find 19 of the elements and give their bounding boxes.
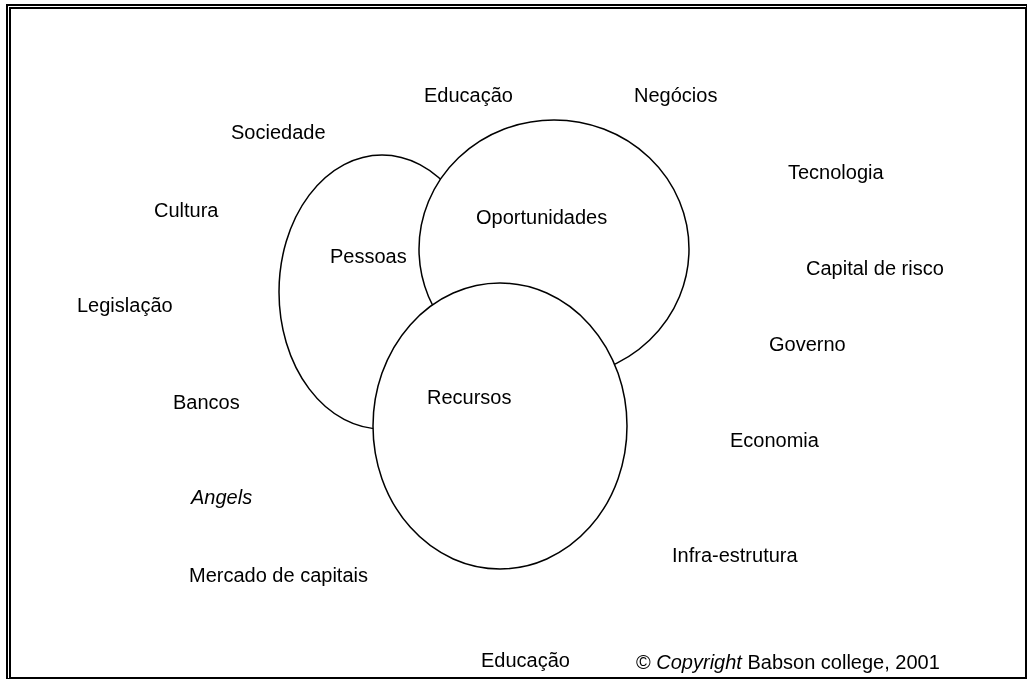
factor-label: Bancos [173,391,240,413]
factor-label: Infra-estrutura [672,544,798,566]
copyright-note: © Copyright Babson college, 2001 [636,651,940,673]
circle-label: Pessoas [330,245,407,267]
factor-label: Negócios [634,84,718,106]
factor-label: Cultura [154,199,219,221]
factor-label: Legislação [77,294,173,316]
factor-label: Tecnologia [788,161,884,183]
factor-label: Educação [424,84,513,106]
circle-label: Oportunidades [476,206,608,228]
circle-label: Recursos [427,386,512,408]
factor-label: Educação [481,649,570,671]
factor-label: Angels [191,486,253,508]
factor-label: Mercado de capitais [189,564,368,586]
factor-label: Governo [769,333,846,355]
factor-label: Sociedade [231,121,326,143]
ellipse [372,282,628,570]
factor-label: Economia [730,429,819,451]
factor-label: Capital de risco [806,257,944,279]
